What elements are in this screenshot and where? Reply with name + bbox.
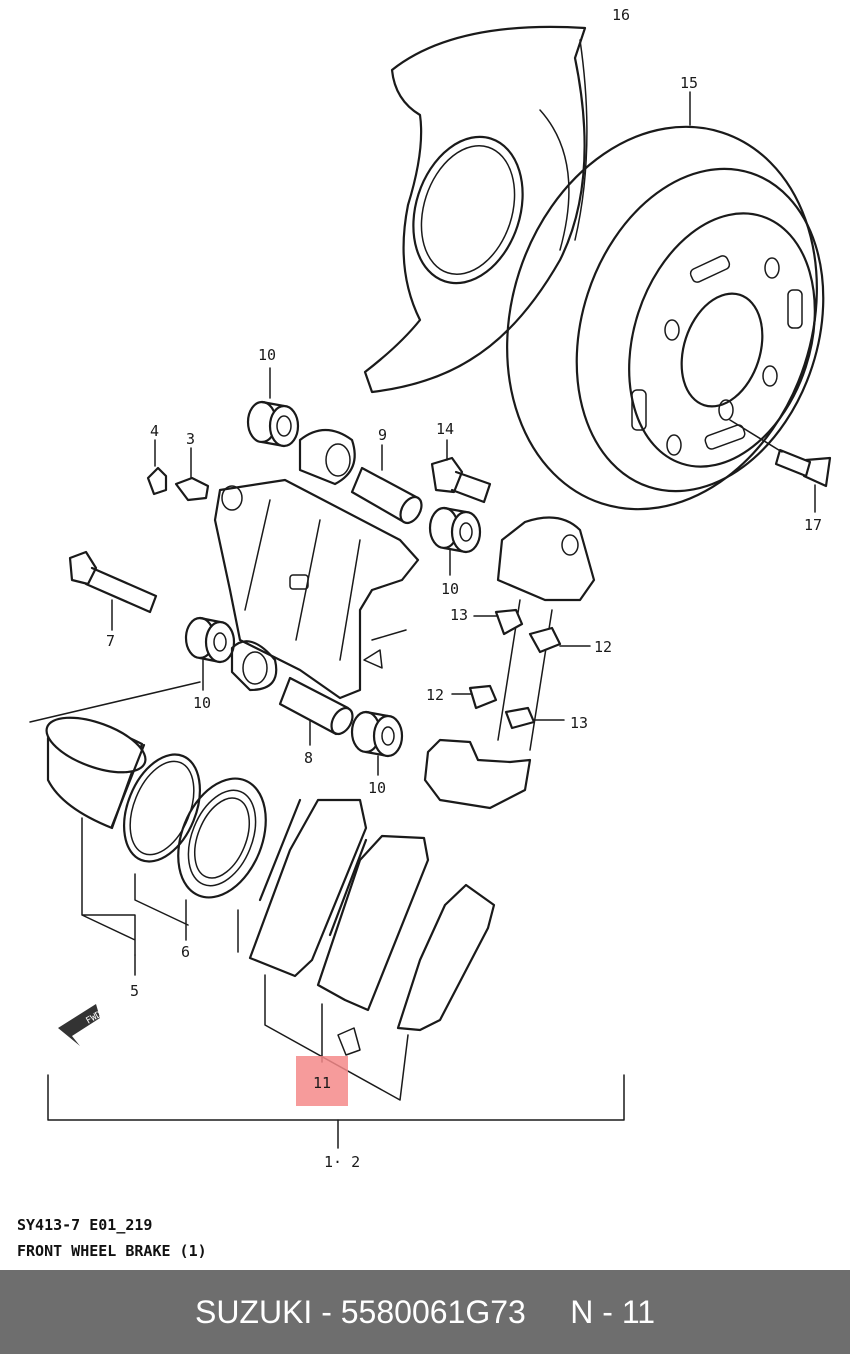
brake-pads-part: [248, 798, 496, 1101]
rotor-screw-part: [729, 419, 832, 513]
assembly-bracket: [47, 1003, 625, 1149]
brake-disc-part: [506, 91, 825, 511]
part-label-11: 11: [313, 1074, 331, 1092]
bleeder-valve-part: [174, 447, 210, 502]
brake-exploded-diagram: FWD 16 15 10 4 3 9 14 17 7 10 13 12 10 1…: [29, 6, 832, 1171]
bleeder-cap-part: [146, 439, 168, 496]
part-label-17: 17: [804, 516, 822, 534]
part-label-10-right: 10: [441, 580, 459, 598]
part-label-9: 9: [378, 426, 387, 444]
part-label-10-left: 10: [193, 694, 211, 712]
fwd-arrow-icon: FWD: [58, 1004, 104, 1046]
piston-part: [45, 716, 147, 830]
part-label-13-upper: 13: [450, 606, 468, 624]
part-label-13-lower: 13: [570, 714, 588, 732]
part-label-16: 16: [612, 6, 630, 24]
part-label-10-bottom: 10: [368, 779, 386, 797]
bushing-bottom-part: [350, 710, 404, 776]
part-label-10-top: 10: [258, 346, 276, 364]
long-bolt-part: [68, 550, 158, 631]
part-highlight-box: [296, 1056, 348, 1106]
pad-clip-part: [451, 608, 591, 730]
mounting-bolt-part: [430, 439, 492, 504]
bushing-top-part: [246, 367, 300, 448]
bushing-left-part: [184, 616, 236, 691]
part-label-3: 3: [186, 430, 195, 448]
part-label-5: 5: [130, 982, 139, 1000]
diagram-caption: SY413-7 E01_219 FRONT WHEEL BRAKE (1): [17, 1212, 207, 1264]
part-label-12-lower: 12: [426, 686, 444, 704]
part-label-8: 8: [304, 749, 313, 767]
diagram-title: FRONT WHEEL BRAKE (1): [17, 1242, 207, 1260]
slide-pin-upper-part: [350, 444, 423, 525]
part-label-6: 6: [181, 943, 190, 961]
dust-shield-part: [363, 25, 588, 394]
part-label-1-2: 1· 2: [324, 1153, 360, 1171]
part-label-7: 7: [106, 632, 115, 650]
slide-pin-lower-part: [278, 676, 354, 746]
part-label-14: 14: [436, 420, 454, 438]
bushing-right-part: [428, 506, 482, 576]
part-label-15: 15: [680, 74, 698, 92]
footer-text: SUZUKI - 5580061G73 N - 11: [194, 1293, 656, 1330]
part-label-12-upper: 12: [594, 638, 612, 656]
part-number-footer: SUZUKI - 5580061G73 N - 11: [0, 1270, 850, 1354]
caliper-body-part: [29, 428, 420, 723]
dust-boot-part: [177, 777, 267, 899]
seal-kit-bracket: [81, 817, 239, 976]
diagram-code: SY413-7 E01_219: [17, 1216, 153, 1234]
part-label-4: 4: [150, 422, 159, 440]
